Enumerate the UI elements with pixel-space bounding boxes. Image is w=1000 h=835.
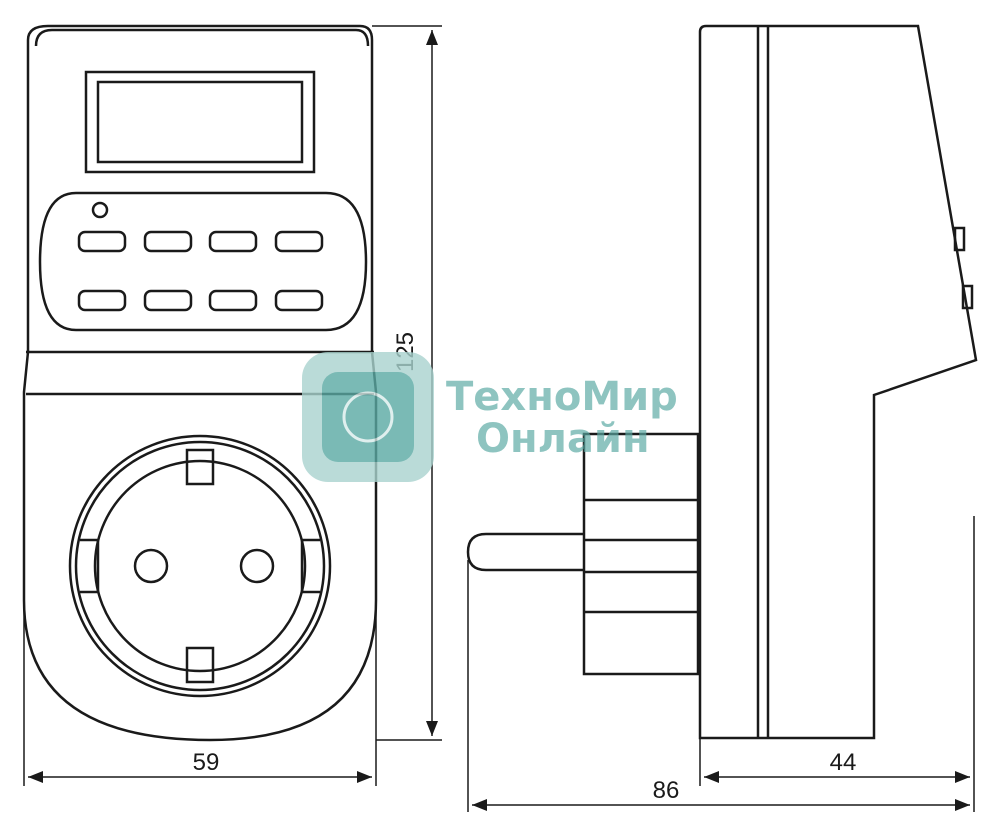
socket-side-notch-left bbox=[80, 538, 100, 594]
dim-width-label: 59 bbox=[193, 749, 220, 776]
socket-recess bbox=[93, 459, 307, 673]
indicator-led bbox=[91, 201, 109, 219]
socket-outer-ring bbox=[68, 434, 332, 698]
side-button-bottom[interactable] bbox=[961, 284, 974, 310]
ground-clip-bottom bbox=[185, 646, 215, 684]
watermark-line2: Онлайн bbox=[476, 416, 650, 462]
watermark: ТехноМир Онлайн bbox=[302, 352, 678, 482]
keypad-button[interactable] bbox=[274, 230, 324, 253]
watermark-logo-inner bbox=[322, 372, 414, 462]
front-view bbox=[22, 24, 378, 742]
keypad-button[interactable] bbox=[274, 289, 324, 312]
keypad-button[interactable] bbox=[77, 289, 127, 312]
watermark-line1: ТехноМир bbox=[446, 374, 678, 420]
display-frame bbox=[84, 70, 316, 174]
keypad-button[interactable] bbox=[143, 289, 193, 312]
keypad-button[interactable] bbox=[208, 289, 258, 312]
ground-clip-top bbox=[185, 448, 215, 486]
keypad-panel bbox=[38, 191, 368, 332]
pin-hole-right bbox=[239, 548, 275, 584]
dim-body-depth-label: 44 bbox=[830, 749, 857, 776]
watermark-logo-mark bbox=[342, 391, 394, 443]
dim-total-depth-label: 86 bbox=[653, 777, 680, 804]
front-top-cap bbox=[34, 28, 370, 47]
keypad-button[interactable] bbox=[208, 230, 258, 253]
display-screen bbox=[96, 80, 304, 164]
socket-rim bbox=[74, 440, 326, 692]
plug-pin bbox=[466, 532, 584, 572]
side-dimensions bbox=[467, 516, 975, 812]
keypad-button[interactable] bbox=[143, 230, 193, 253]
socket-side-notch-right bbox=[300, 538, 320, 594]
side-button-top[interactable] bbox=[953, 226, 966, 252]
pin-hole-left bbox=[133, 548, 169, 584]
side-body-outline bbox=[698, 24, 978, 740]
side-view bbox=[466, 24, 978, 740]
plug-base bbox=[582, 432, 700, 676]
keypad-button[interactable] bbox=[77, 230, 127, 253]
